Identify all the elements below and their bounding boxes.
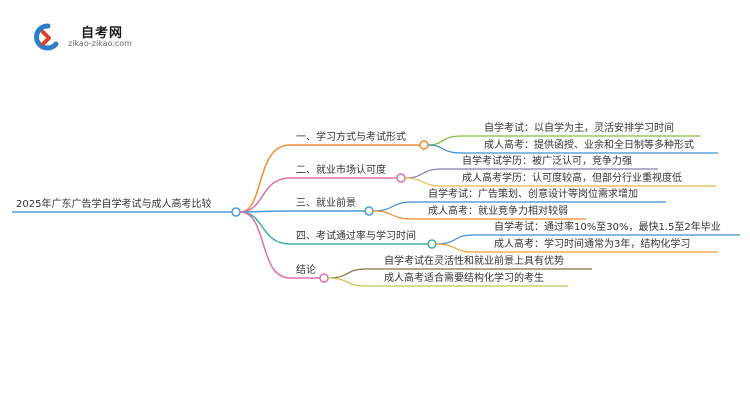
branch-4-child-1: 自学考试：通过率10%至30%，最快1.5至2年毕业 [494,222,721,233]
branch-1-dot [419,140,429,150]
branch-1-child-1-connector [427,135,463,146]
mindmap-root: 2025年广东广告学自学考试与成人高考比较 [16,199,212,210]
branch-4-child-1-connector [435,234,475,245]
branch-1-child-2: 成人高考：提供函授、业余和全日制等多种形式 [484,140,694,151]
branch-5-label: 结论 [296,265,316,276]
branch-2-label: 二、就业市场认可度 [296,165,386,176]
branch-2-connector [239,177,291,213]
logo-mark-icon [34,23,59,51]
branch-1-child-2-connector [427,144,463,154]
root-node-dot [231,207,241,217]
branch-1-connector [239,144,291,213]
site-logo[interactable]: 自考网 zikao-zikao.com [30,20,140,54]
branch-3-dot [364,206,374,216]
branch-3-child-2-connector [372,210,413,220]
branch-2-child-2: 成人高考学历：认可度较高，但部分行业重视度低 [462,173,682,184]
branch-3-child-2: 成人高考：就业竞争力相对较弱 [428,206,568,217]
branch-4-dot [427,239,437,249]
branch-3-child-1-connector [372,201,413,212]
branch-2-child-2-connector [404,177,443,187]
branch-4-label: 四、考试通过率与学习时间 [296,231,416,242]
branch-1-label: 一、学习方式与考试形式 [296,132,406,143]
branch-4-connector [239,211,291,245]
branch-2-dot [396,173,406,183]
branch-2-child-1: 自学考试学历：被广泛认可，竞争力强 [462,156,632,167]
branch-5-child-2: 成人高考适合需要结构化学习的考生 [384,273,544,284]
branch-3-label: 三、就业前景 [296,198,356,209]
branch-3-child-1: 自学考试：广告策划、创意设计等岗位需求增加 [428,189,638,200]
branch-5-child-1: 自学考试在灵活性和就业前景上具有优势 [384,256,564,267]
branch-2-child-1-connector [404,168,443,179]
branch-5-child-2-connector [327,277,367,287]
branch-5-child-1-connector [327,268,367,279]
branch-4-child-2: 成人高考：学习时间通常为3年，结构化学习 [494,239,691,250]
logo-title: 自考网 [81,26,124,41]
branch-1-child-1: 自学考试：以自学为主，灵活安排学习时间 [484,123,674,134]
branch-4-child-2-connector [435,243,475,253]
branch-5-dot [319,273,329,283]
logo-url: zikao-zikao.com [68,39,132,48]
branch-5-connector [239,211,291,279]
